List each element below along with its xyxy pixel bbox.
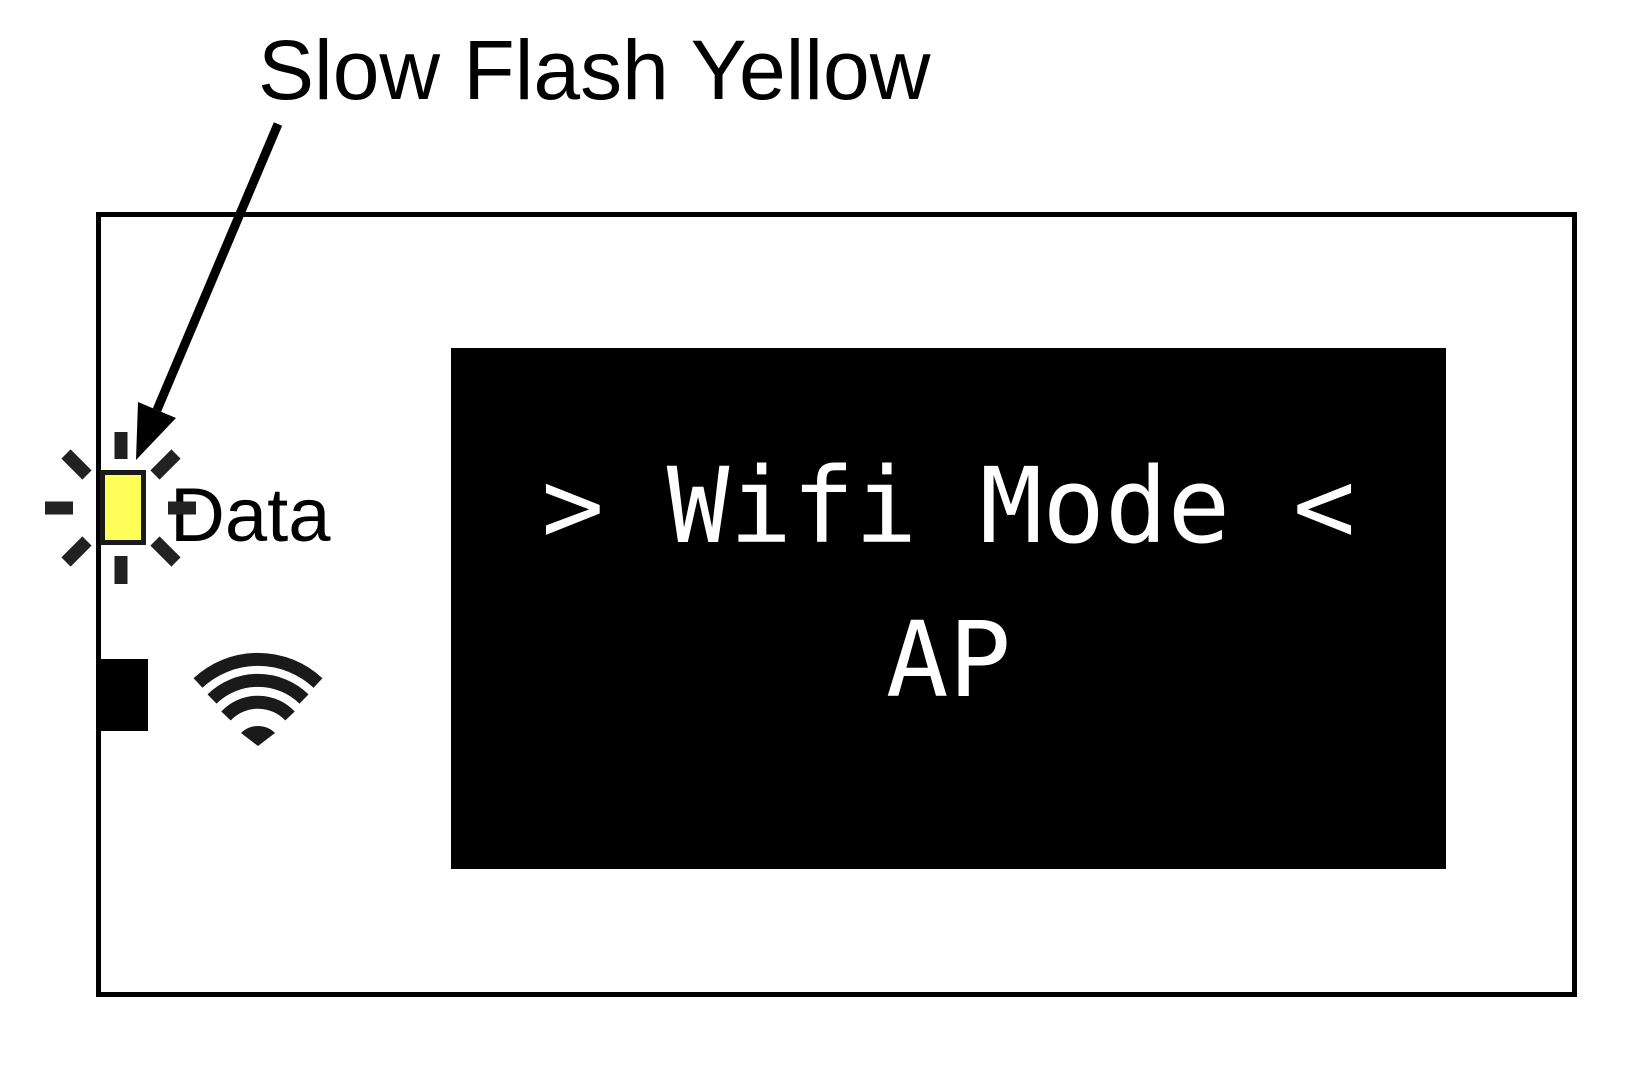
screen-menu-value: AP [885,599,1012,721]
screen-menu-title: > Wifi Mode < [541,445,1356,567]
data-led [100,470,146,545]
device-button[interactable] [96,659,148,731]
annotation-caption: Slow Flash Yellow [258,23,931,117]
led-label: Data [170,473,331,558]
device-screen: > Wifi Mode < AP [451,348,1446,869]
